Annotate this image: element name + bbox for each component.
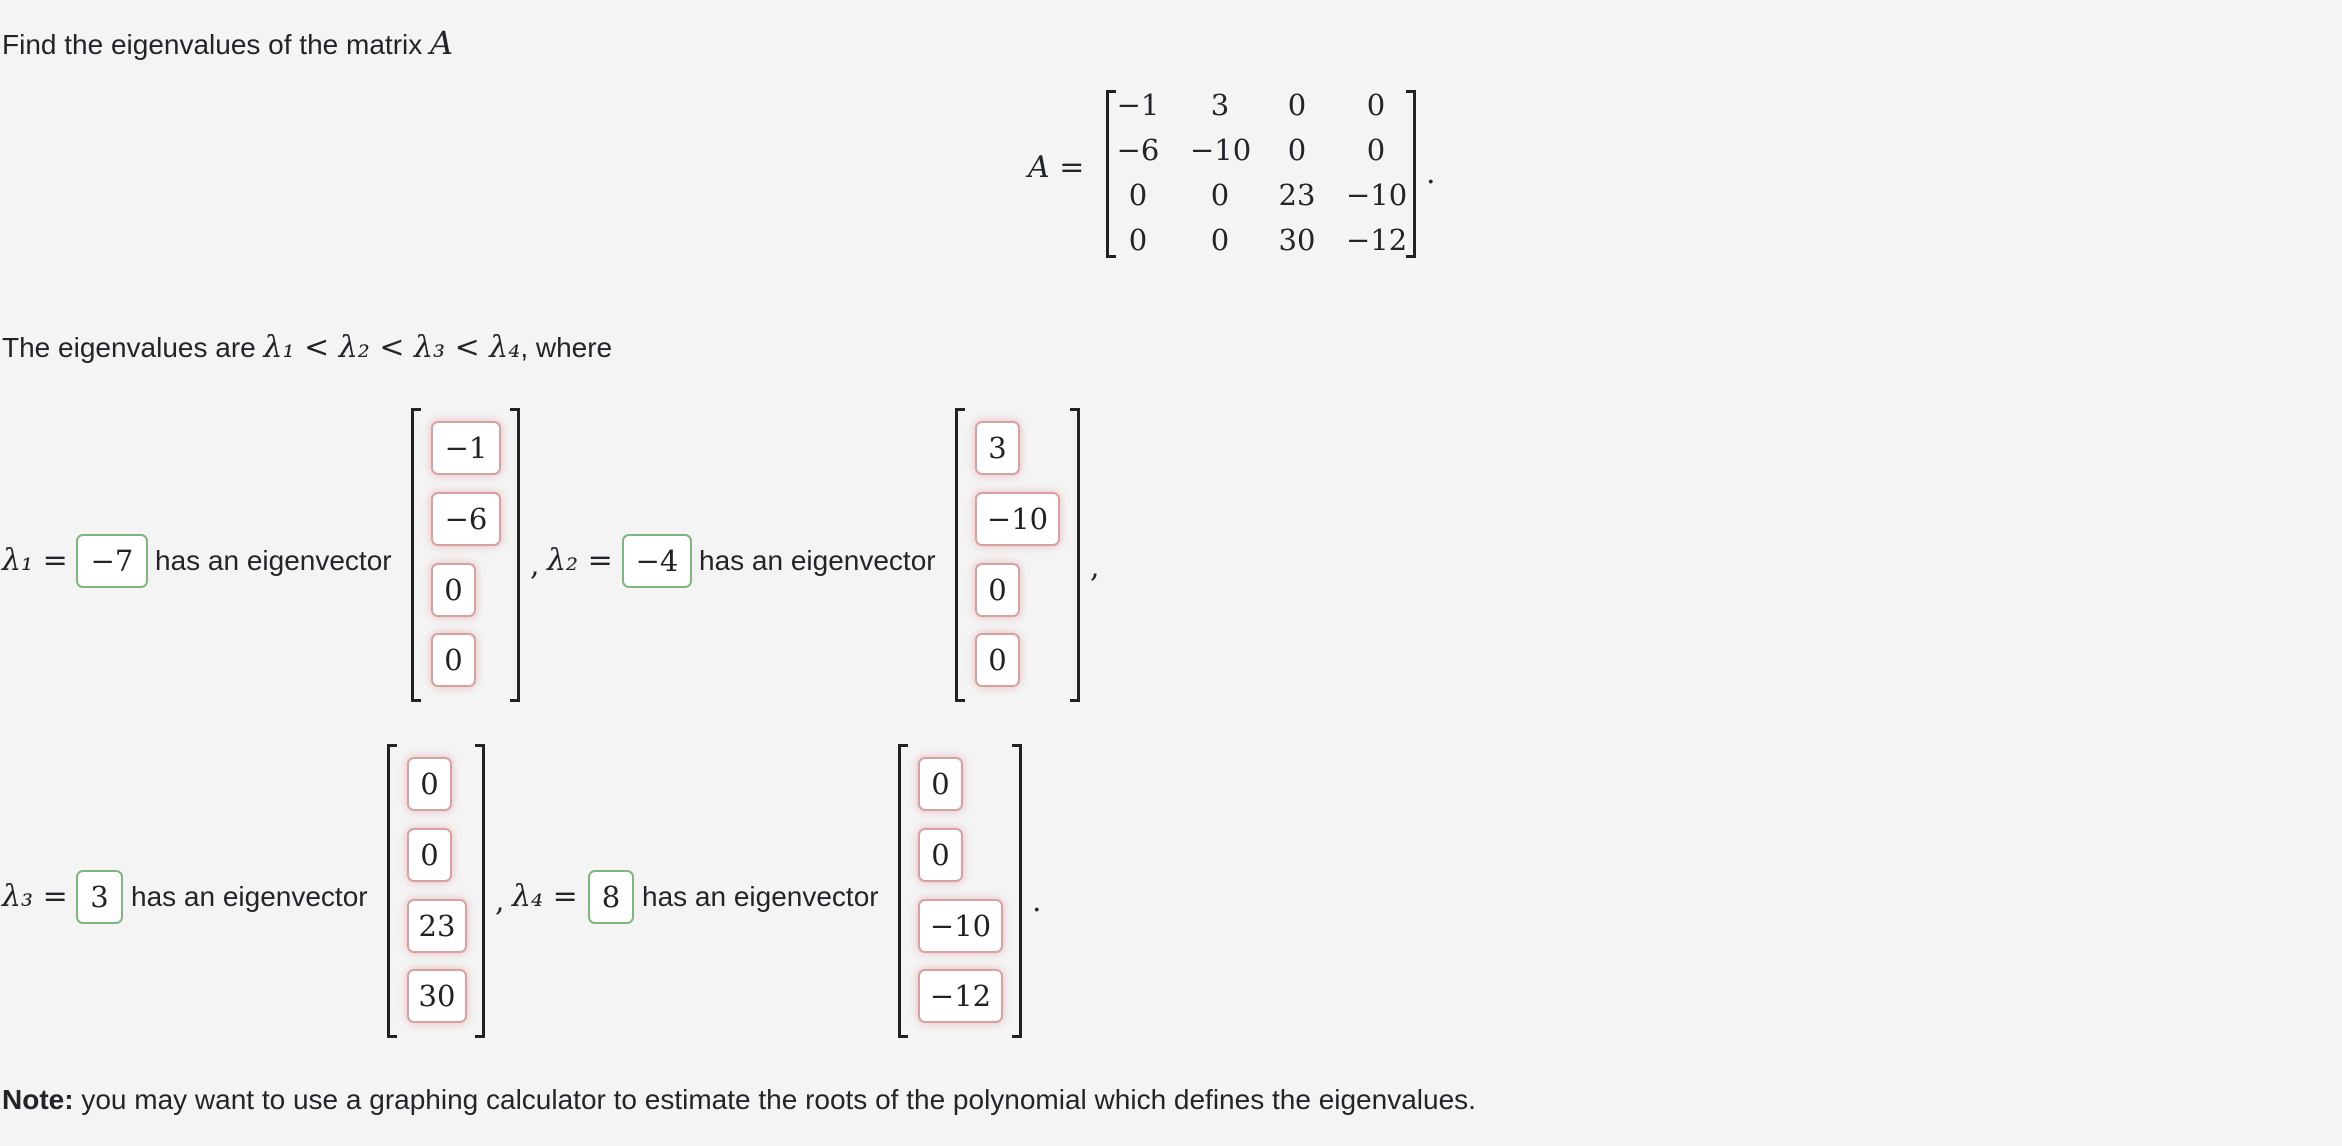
vector1-bracket-right <box>510 408 520 702</box>
vector3-separator: , <box>495 884 505 919</box>
lambda3-text: has an eigenvector <box>131 881 368 912</box>
matrix-cell-r4-c3: 30 <box>1278 223 1316 257</box>
vector1-entry-1[interactable]: −1 <box>431 421 501 475</box>
lambda1-label: λ₁ = <box>2 543 68 578</box>
matrix-cell-r4-c4: −12 <box>1346 223 1408 257</box>
matrix-bracket-left <box>1106 90 1116 258</box>
vector3-entry-2[interactable]: 0 <box>407 828 452 882</box>
matrix-cell-r2-c1: −6 <box>1116 133 1160 167</box>
matrix-cell-r1-c1: −1 <box>1116 88 1160 122</box>
matrix-cell-r3-c4: −10 <box>1346 178 1408 212</box>
lambda2-text: has an eigenvector <box>699 545 936 576</box>
question-text: Find the eigenvalues of the matrix A <box>2 24 453 62</box>
lambda4-text: has an eigenvector <box>642 881 879 912</box>
vector3-bracket-left <box>387 744 397 1038</box>
matrix-cell-r3-c2: 0 <box>1210 178 1230 212</box>
vector2-entry-4[interactable]: 0 <box>975 633 1020 687</box>
eigen-order-math: λ₁ < λ₂ < λ₃ < λ₄ <box>263 330 521 365</box>
question-intro: Find the eigenvalues of the matrix <box>2 29 423 60</box>
vector3-entry-4[interactable]: 30 <box>407 969 467 1023</box>
vector3-entry-1[interactable]: 0 <box>407 757 452 811</box>
matrix-symbol: A <box>430 24 454 62</box>
matrix-cell-r2-c4: 0 <box>1366 133 1386 167</box>
eigen-statement-suffix: , where <box>520 332 613 363</box>
matrix-cell-r1-c4: 0 <box>1366 88 1386 122</box>
note-label: Note: <box>2 1084 74 1115</box>
eigen-statement-prefix: The eigenvalues are <box>2 332 256 363</box>
vector4-entry-4[interactable]: −12 <box>918 969 1003 1023</box>
vector4-entry-1[interactable]: 0 <box>918 757 963 811</box>
lambda2-input[interactable]: −4 <box>622 534 692 588</box>
lambda3-input[interactable]: 3 <box>76 870 123 924</box>
vector4-bracket-right <box>1012 744 1022 1038</box>
lambda4-label: λ₄ = <box>512 879 578 914</box>
vector4-bracket-left <box>898 744 908 1038</box>
lambda4-input[interactable]: 8 <box>588 870 634 924</box>
eigenpair-row-2: λ₃ = 3 has an eigenvector 0 0 23 30 , λ₄… <box>0 0 2342 1038</box>
lambda1-text: has an eigenvector <box>155 545 392 576</box>
vector1-separator: , <box>530 548 540 583</box>
vector4-entry-2[interactable]: 0 <box>918 828 963 882</box>
matrix-cell-r1-c3: 0 <box>1287 88 1307 122</box>
matrix-cell-r3-c3: 23 <box>1278 178 1316 212</box>
eigen-statement: The eigenvalues are λ₁ < λ₂ < λ₃ < λ₄, w… <box>2 330 612 365</box>
vector2-bracket-right <box>1070 408 1080 702</box>
vector3-entry-3[interactable]: 23 <box>407 899 467 953</box>
vector2-entry-3[interactable]: 0 <box>975 563 1020 617</box>
vector1-bracket-left <box>411 408 421 702</box>
matrix-cell-r4-c1: 0 <box>1128 223 1148 257</box>
vector4-separator: . <box>1032 884 1042 919</box>
matrix-cell-r1-c2: 3 <box>1210 88 1230 122</box>
matrix-A-label: A = <box>1028 150 1085 185</box>
lambda1-input[interactable]: −7 <box>76 534 148 588</box>
vector2-entry-2[interactable]: −10 <box>975 492 1060 546</box>
lambda3-label: λ₃ = <box>2 879 68 914</box>
matrix-period: . <box>1426 156 1436 191</box>
vector1-entry-2[interactable]: −6 <box>431 492 501 546</box>
eigenpair-row-1: λ₁ = −7 has an eigenvector −1 −6 0 0 , λ… <box>0 0 2342 702</box>
matrix-cell-r2-c3: 0 <box>1287 133 1307 167</box>
matrix-cell-r4-c2: 0 <box>1210 223 1230 257</box>
lambda2-label: λ₂ = <box>547 543 613 578</box>
matrix-bracket-right <box>1406 90 1416 258</box>
matrix-cell-r2-c2: −10 <box>1190 133 1252 167</box>
vector2-separator: , <box>1090 550 1100 585</box>
vector3-bracket-right <box>475 744 485 1038</box>
vector2-entry-1[interactable]: 3 <box>975 421 1020 475</box>
note: Note: you may want to use a graphing cal… <box>2 1084 1476 1116</box>
vector1-entry-3[interactable]: 0 <box>431 563 476 617</box>
vector4-entry-3[interactable]: −10 <box>918 899 1003 953</box>
matrix-cell-r3-c1: 0 <box>1128 178 1148 212</box>
vector1-entry-4[interactable]: 0 <box>431 633 476 687</box>
note-text: you may want to use a graphing calculato… <box>81 1084 1476 1115</box>
vector2-bracket-left <box>955 408 965 702</box>
